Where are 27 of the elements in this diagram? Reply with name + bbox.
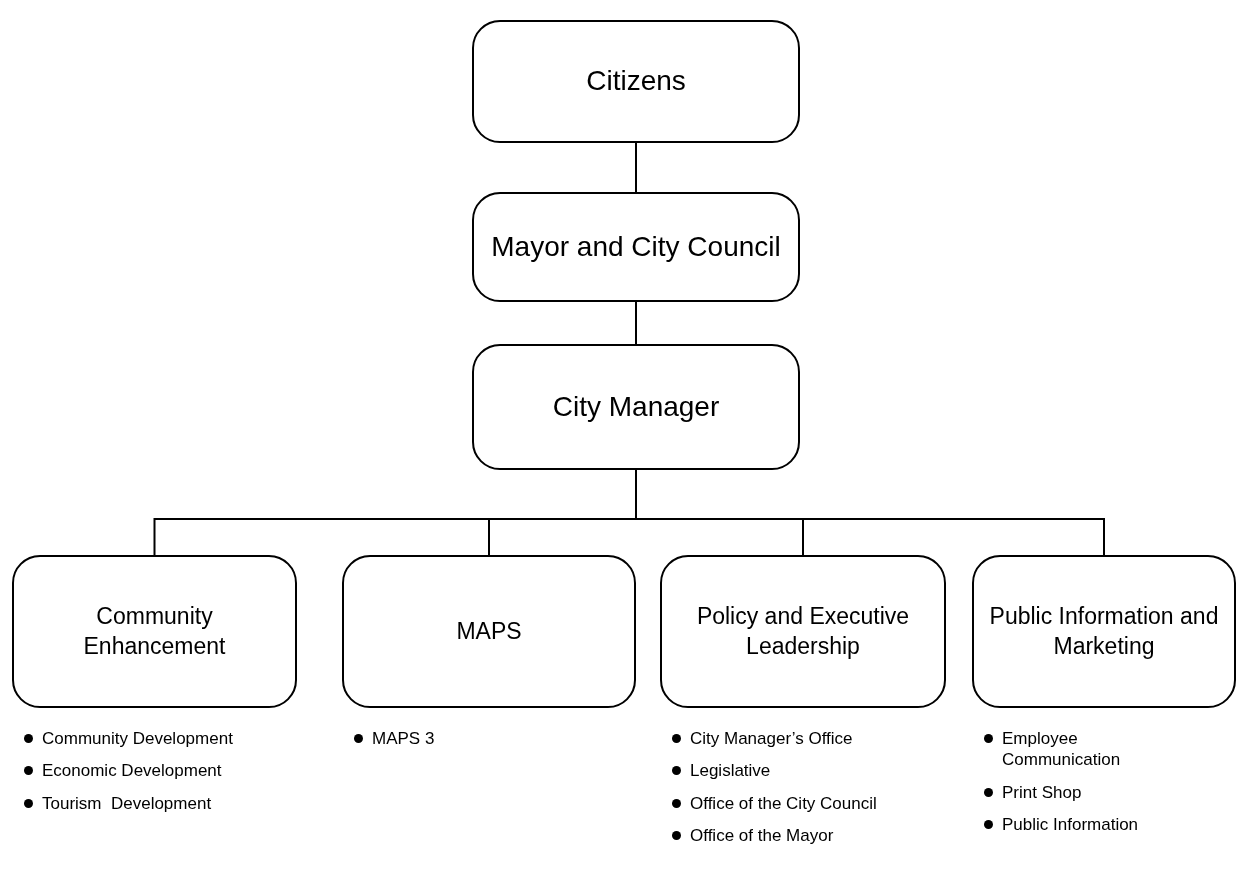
bullet-item: Office of the Mayor <box>668 824 968 846</box>
box-title: Community Enhancement <box>82 601 227 661</box>
box-title: Mayor and City Council <box>491 229 781 264</box>
bullet-item: Community Development <box>20 728 320 750</box>
box-title: City Manager <box>552 389 720 424</box>
bullet-item: Public Information <box>980 813 1150 835</box>
org-box <box>12 555 297 708</box>
org-box <box>972 555 1236 708</box>
org-box <box>342 555 636 708</box>
org-box <box>472 20 800 143</box>
org-box <box>472 192 800 302</box>
org-box <box>660 555 946 708</box>
bullet-item: Employee Communication <box>980 728 1150 771</box>
bullet-item: Economic Development <box>20 760 320 782</box>
bullet-item: Legislative <box>668 760 968 782</box>
bullet-item: City Manager’s Office <box>668 728 968 750</box>
connector-line <box>635 301 637 345</box>
box-title: Citizens <box>586 64 686 99</box>
box-title: Policy and Executive Leadership <box>695 601 911 661</box>
bullet-item: MAPS 3 <box>350 728 610 750</box>
bullet-item: Tourism Development <box>20 792 320 814</box>
connector-line <box>635 142 637 193</box>
bullet-item: Office of the City Council <box>668 792 968 814</box>
bullet-item: Print Shop <box>980 781 1150 803</box>
box-title: Public Information and Marketing <box>988 601 1220 661</box>
org-box <box>472 344 800 470</box>
box-title: MAPS <box>456 616 522 646</box>
